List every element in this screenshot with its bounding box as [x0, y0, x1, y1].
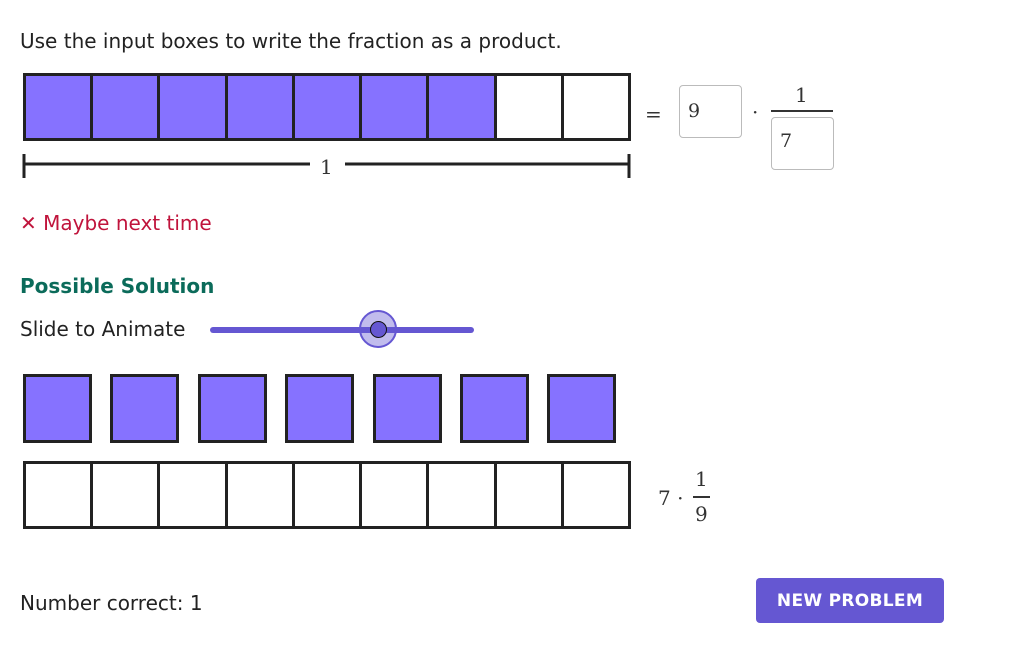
expr-fraction-line	[693, 496, 710, 498]
feedback-text: Maybe next time	[43, 211, 212, 235]
unit-fraction-square	[285, 374, 355, 443]
equals-sign: =	[645, 102, 662, 126]
unit-fraction-square	[110, 374, 180, 443]
expr-coefficient: 7 ·	[658, 486, 684, 510]
unit-fraction-square	[372, 374, 442, 443]
unshaded-part	[563, 464, 628, 526]
shaded-part	[362, 76, 430, 138]
unshaded-part	[227, 464, 295, 526]
shaded-part	[294, 76, 363, 138]
unit-fraction-square	[547, 374, 617, 443]
fraction-numerator: 1	[795, 83, 808, 107]
unit-fraction-square	[460, 374, 529, 443]
whole-bracket	[22, 154, 631, 178]
unshaded-part	[429, 464, 497, 526]
shaded-part	[429, 76, 497, 138]
feedback: ✕ Maybe next time	[20, 211, 212, 235]
unshaded-part	[294, 464, 363, 526]
dot-operator: ·	[752, 100, 759, 124]
unshaded-part	[362, 464, 430, 526]
new-problem-button[interactable]: NEW PROBLEM	[756, 578, 944, 623]
unshaded-part	[496, 76, 564, 138]
fraction-line	[771, 110, 833, 112]
empty-bar	[23, 461, 631, 529]
unshaded-part	[93, 464, 161, 526]
score-label: Number correct: 1	[20, 591, 203, 615]
unshaded-part	[496, 464, 564, 526]
animate-slider[interactable]	[210, 327, 474, 333]
shaded-part	[93, 76, 161, 138]
x-icon: ✕	[20, 211, 37, 235]
solution-heading: Possible Solution	[20, 274, 215, 298]
slider-handle[interactable]	[359, 310, 398, 348]
shaded-part	[26, 76, 94, 138]
shaded-part	[227, 76, 295, 138]
shaded-part	[160, 76, 228, 138]
unshaded-part	[26, 464, 94, 526]
expr-numerator: 1	[695, 467, 708, 491]
denominator-input[interactable]: 7	[771, 117, 834, 170]
unshaded-part	[160, 464, 228, 526]
whole-label: 1	[320, 155, 333, 179]
instruction: Use the input boxes to write the fractio…	[20, 29, 562, 53]
unit-fraction-square	[197, 374, 267, 443]
unshaded-part	[563, 76, 628, 138]
slider-label: Slide to Animate	[20, 317, 186, 341]
expr-denominator: 9	[695, 502, 708, 526]
fraction-bar	[23, 73, 631, 141]
numerator-input[interactable]: 9	[679, 85, 742, 138]
unit-fraction-square	[23, 374, 92, 443]
